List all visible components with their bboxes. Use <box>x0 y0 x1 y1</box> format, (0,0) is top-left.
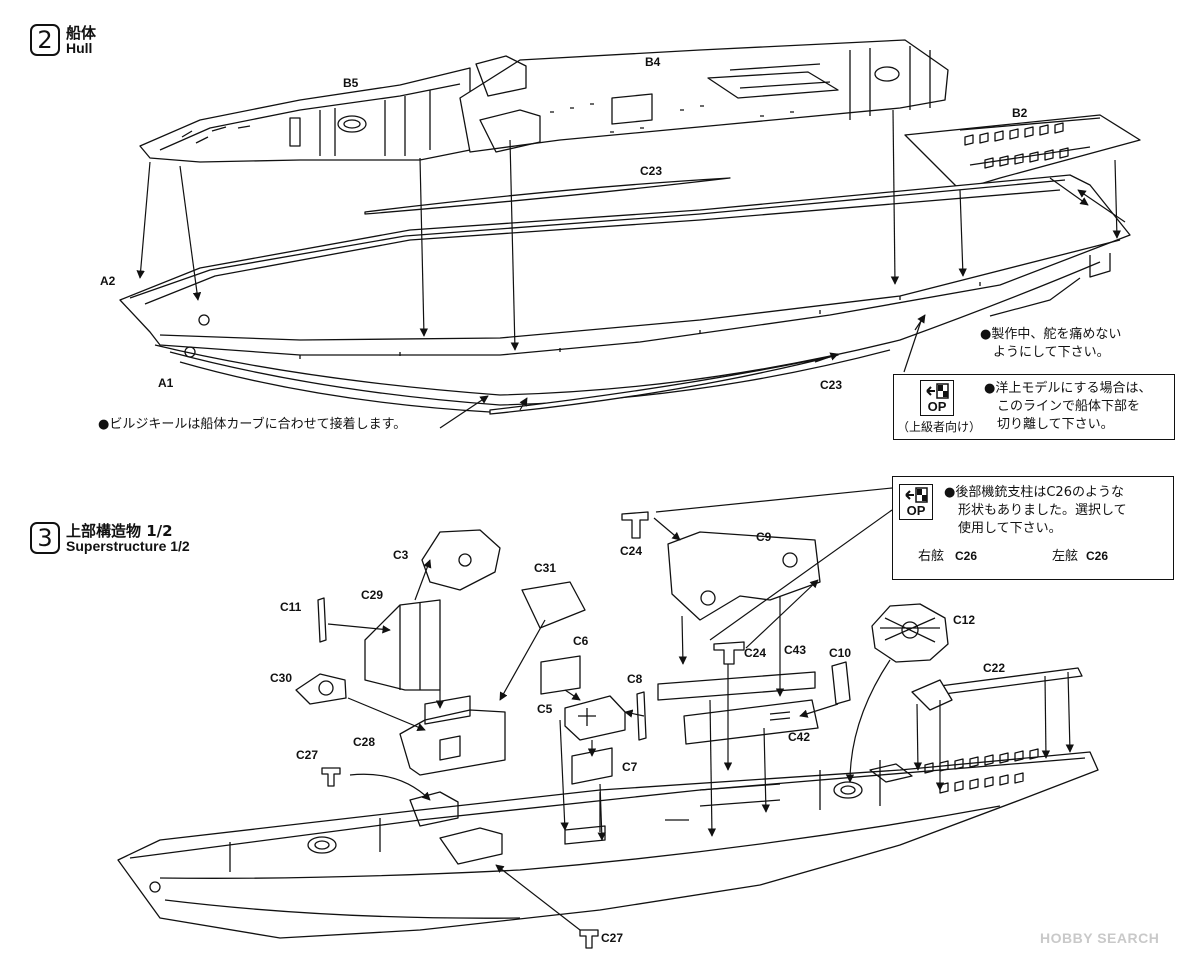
part-c27-top-shape <box>321 767 341 787</box>
part-c24-mid-shape <box>713 641 745 665</box>
part-c24-top-shape <box>621 511 649 539</box>
part-c10-shape <box>831 661 851 705</box>
label-c30: C30 <box>270 671 293 685</box>
op-advanced-label: （上級者向け） <box>897 420 982 434</box>
label-c9: C9 <box>756 530 772 544</box>
starboard-label: 右舷 <box>918 549 945 564</box>
part-c43-shape <box>657 671 816 701</box>
label-a1: A1 <box>158 376 174 390</box>
optional-icon <box>905 487 928 503</box>
label-c5: C5 <box>537 702 553 716</box>
deck-part-b5 <box>139 67 471 163</box>
label-b5: B5 <box>343 76 359 90</box>
bilge-keel-c23-lower <box>489 354 839 415</box>
op-waterline-line-1: ●洋上モデルにする場合は、 <box>984 381 1152 396</box>
note-rudder-line-2: ようにして下さい。 <box>993 345 1110 360</box>
label-c23-lower: C23 <box>820 378 843 392</box>
part-c6-shape <box>540 655 581 695</box>
label-c43: C43 <box>784 643 807 657</box>
step-2-title-en: Hull <box>66 40 93 56</box>
watermark: HOBBY SEARCH <box>1040 930 1159 946</box>
label-c29: C29 <box>361 588 384 602</box>
step-3-title-jp: 上部構造物 1/2 <box>66 522 173 540</box>
op-waterline-line-3: 切り離して下さい。 <box>997 417 1114 432</box>
bilge-keel-c23-upper <box>364 177 731 215</box>
note-bilge-keel: ●ビルジキールは船体カーブに合わせて接着します。 <box>98 417 407 432</box>
part-c9-shape <box>667 531 821 621</box>
part-c3-shape <box>421 529 501 591</box>
label-c8: C8 <box>627 672 643 686</box>
port-label: 左舷 <box>1052 549 1079 564</box>
part-c28-shape <box>399 709 506 776</box>
label-c10: C10 <box>829 646 852 660</box>
part-c30-shape <box>295 673 347 705</box>
part-c12-shape <box>871 603 949 663</box>
label-c24-upper: C24 <box>620 544 643 558</box>
part-c22-shape <box>939 667 1083 695</box>
watermark-text: HOBBY SEARCH <box>1040 930 1160 946</box>
step-3-title-en: Superstructure 1/2 <box>66 538 190 554</box>
label-c31: C31 <box>534 561 557 575</box>
hull-part-a1-a2 <box>119 174 1131 413</box>
part-c29-shape <box>364 599 441 691</box>
step-2-title-jp: 船体 <box>66 24 97 42</box>
deck-part-b4 <box>459 39 949 153</box>
port-part-c26: C26 <box>1086 549 1109 563</box>
part-c31-shape <box>521 581 586 629</box>
part-c42-shape <box>683 699 819 745</box>
part-c27-bottom-shape <box>579 929 599 949</box>
op-waterline-line-2: このラインで船体下部を <box>997 399 1141 414</box>
op-badge-text: OP <box>927 399 947 414</box>
label-a2: A2 <box>100 274 116 288</box>
op-box-mg-support <box>892 476 1174 580</box>
label-b2: B2 <box>1012 106 1028 120</box>
label-b4: B4 <box>645 55 661 69</box>
op-badge-text: OP <box>906 503 926 518</box>
label-c11: C11 <box>280 600 302 614</box>
optional-icon <box>926 383 949 399</box>
part-c7-shape <box>571 747 613 785</box>
deck-part-b2 <box>904 114 1141 191</box>
part-c5-shape <box>564 695 626 741</box>
label-c22: C22 <box>983 661 1006 675</box>
op-badge-waterline: OP <box>920 380 954 416</box>
label-c42: C42 <box>788 730 811 744</box>
op-mg-line-2: 形状もありました。選択して <box>958 503 1127 518</box>
note-rudder-line-1: ●製作中、舵を痛めない <box>980 327 1122 342</box>
label-c27-lower: C27 <box>601 931 624 945</box>
label-c28: C28 <box>353 735 376 749</box>
label-c6: C6 <box>573 634 589 648</box>
hull-assembled <box>117 748 1099 939</box>
label-c23-upper: C23 <box>640 164 663 178</box>
label-c24-mid: C24 <box>744 646 767 660</box>
label-c12: C12 <box>953 613 976 627</box>
label-c3: C3 <box>393 548 409 562</box>
part-c11-shape <box>317 597 327 643</box>
label-c27-upper: C27 <box>296 748 319 762</box>
step-number-2: 2 <box>30 24 60 56</box>
op-mg-line-1: ●後部機銃支柱はC26のような <box>944 485 1124 500</box>
op-badge-mg-support: OP <box>899 484 933 520</box>
op-mg-line-3: 使用して下さい。 <box>958 521 1062 536</box>
step-number-3: 3 <box>30 522 60 554</box>
label-c7: C7 <box>622 760 638 774</box>
starboard-part-c26: C26 <box>955 549 978 563</box>
